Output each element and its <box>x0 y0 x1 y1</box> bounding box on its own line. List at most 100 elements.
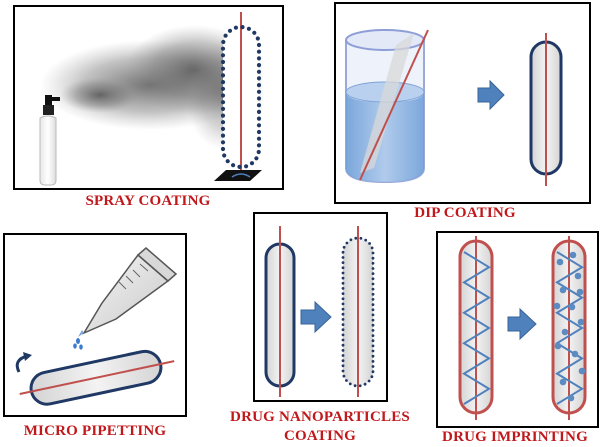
imprint-stent-after <box>551 236 587 420</box>
micro-stent <box>19 349 175 406</box>
coating-dot <box>256 89 262 94</box>
coating-dot <box>237 164 242 169</box>
rotate-arrowhead-icon <box>23 352 32 361</box>
nanoparticle-dot <box>371 344 375 348</box>
beaker-icon <box>345 29 429 184</box>
nanoparticle-dot <box>353 384 357 388</box>
nanoparticle-dot <box>341 364 345 368</box>
coating-dot <box>225 159 230 164</box>
imprinted-drug-dot <box>577 318 585 326</box>
nanoparticle-dot <box>363 382 367 386</box>
imprinted-drug-dot <box>553 302 561 310</box>
nanoparticle-dot <box>341 281 345 285</box>
spray-stent <box>214 12 262 181</box>
nanoparticle-dot <box>370 246 374 250</box>
nanoparticle-dot <box>371 292 375 296</box>
nanoparticle-dot <box>371 323 375 327</box>
coating-dot <box>220 146 226 152</box>
spray-coating-caption: SPRAY COATING <box>85 193 211 209</box>
nanoparticle-dot <box>341 307 345 311</box>
nanoparticles-caption-line2: COATING <box>284 428 356 444</box>
nanoparticle-dot <box>341 338 345 342</box>
nanoparticle-dot <box>371 329 375 332</box>
nanoparticle-dot <box>371 303 375 306</box>
nanoparticle-dot <box>371 339 375 343</box>
nanoparticle-dot <box>341 354 345 357</box>
nanoparticle-dot <box>345 379 348 382</box>
imprinted-drug-dot <box>561 328 569 336</box>
coating-dot <box>255 36 260 41</box>
coating-dot <box>256 149 261 155</box>
coating-dot <box>256 42 262 48</box>
nanoparticle-dot <box>341 318 345 321</box>
nanoparticles-caption-line1: DRUG NANOPARTICLES <box>230 409 410 425</box>
coating-dot <box>256 136 262 141</box>
coating-dot <box>223 33 228 38</box>
coating-dot <box>256 109 262 114</box>
nanoparticle-dot <box>341 250 345 254</box>
nanoparticle-dot <box>341 266 345 270</box>
coating-dot <box>256 69 262 74</box>
nanoparticle-dot <box>371 349 375 353</box>
nanoparticle-dot <box>341 349 345 352</box>
nanoparticle-dot <box>371 251 375 255</box>
coating-dot <box>222 153 227 158</box>
imprinted-drug-dot <box>567 394 575 402</box>
nanoparticle-dot <box>371 354 375 358</box>
coating-dot <box>256 76 262 81</box>
coating-dot <box>256 143 262 148</box>
coating-dot <box>244 164 249 169</box>
nanoparticle-dot <box>345 241 349 245</box>
nanoparticle-dot <box>364 238 368 242</box>
nanoparticle-dot <box>341 302 345 306</box>
coating-dot <box>256 129 262 135</box>
coating-dot <box>220 106 226 111</box>
coating-dot <box>220 133 226 138</box>
nanoparticle-dot <box>341 369 345 373</box>
coating-dot <box>252 30 257 35</box>
nanoparticle-dot <box>342 374 346 378</box>
coating-dot <box>256 63 262 68</box>
drug-imprinting-caption: DRUG IMPRINTING <box>442 429 588 445</box>
coating-dot <box>254 156 259 161</box>
nanoparticle-dot <box>341 276 345 280</box>
coating-dot <box>220 93 226 98</box>
nanoparticle-dot <box>341 297 345 301</box>
coating-dot <box>220 73 226 78</box>
pipette-icon <box>78 247 178 337</box>
coating-dot <box>231 163 236 168</box>
coating-dot <box>256 116 262 121</box>
dip-arrow-icon <box>477 79 505 111</box>
imprint-stent-before <box>458 236 494 420</box>
coating-dot <box>220 46 226 51</box>
coating-dot <box>227 28 233 33</box>
nanoparticle-dot <box>341 328 345 332</box>
nanoparticle-dot <box>348 382 352 386</box>
coating-dot <box>220 120 226 125</box>
coating-dot <box>221 39 226 45</box>
nanoparticle-dot <box>341 343 345 347</box>
imprinted-drug-dot <box>556 258 564 266</box>
nanoparticle-dot <box>341 323 345 326</box>
spray-bottle-icon <box>39 95 60 186</box>
imprinted-drug-dot <box>554 342 562 350</box>
nanoparticle-dot <box>368 242 371 245</box>
coating-dot <box>249 161 255 166</box>
imprinted-drug-dot <box>559 286 567 294</box>
coating-dot <box>220 113 226 118</box>
nanoparticle-dot <box>341 359 345 363</box>
stent-stand <box>214 170 262 181</box>
nanoparticle-dot <box>371 261 375 265</box>
coating-dot <box>220 80 226 85</box>
nanoparticle-dot <box>341 333 345 337</box>
coating-dot <box>256 96 262 101</box>
nano-stent-after <box>341 226 375 397</box>
nanoparticle-dot <box>371 298 375 301</box>
imprinted-drug-dot <box>574 272 582 280</box>
coating-dot <box>220 86 226 91</box>
nanoparticle-dot <box>341 292 345 295</box>
nanoparticle-dot <box>370 375 374 379</box>
coating-dot <box>256 103 262 108</box>
dip-stent <box>529 33 563 186</box>
